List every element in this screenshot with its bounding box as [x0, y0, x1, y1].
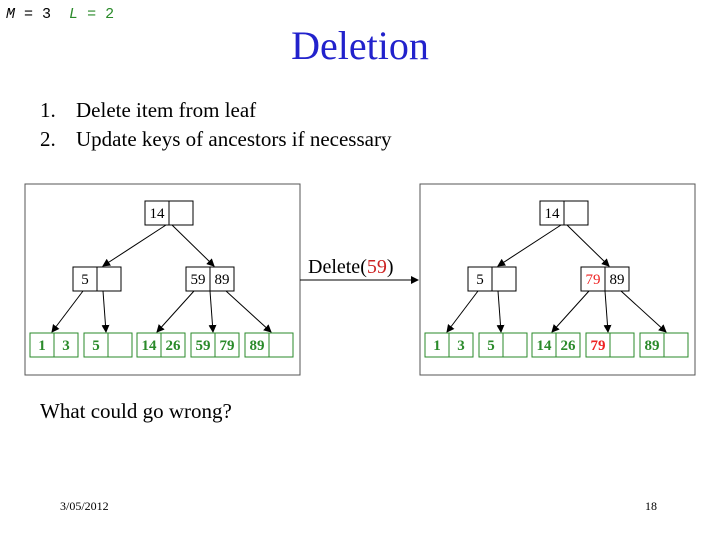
leaf-node: 89 [639, 332, 689, 358]
key-cell [160, 332, 186, 358]
tree-edge [496, 290, 505, 333]
key-value: 79 [586, 272, 601, 288]
key-value: 5 [81, 272, 89, 288]
key-value: 1 [433, 338, 441, 354]
page-number: 18 [645, 499, 657, 513]
key-cell [144, 200, 170, 226]
steps-list: 1.Delete item from leaf 2.Update keys of… [40, 96, 391, 154]
key-cell [268, 332, 294, 358]
key-value: 59 [191, 272, 206, 288]
key-cell [190, 332, 216, 358]
key-value: 5 [92, 338, 100, 354]
leaf-node: 14 26 [531, 332, 581, 358]
key-value: 14 [150, 206, 166, 222]
key-value: 89 [250, 338, 265, 354]
key-value: 26 [166, 338, 182, 354]
key-value: 26 [561, 338, 577, 354]
key-cell [580, 266, 606, 292]
key-value: 89 [610, 272, 625, 288]
leaf-node: 59 79 [190, 332, 240, 358]
question-text: What could go wrong? [40, 399, 232, 423]
key-value: 59 [196, 338, 211, 354]
slide-title: Deletion [291, 23, 429, 68]
key-value: 79 [591, 338, 606, 354]
l-value: = 2 [78, 6, 115, 23]
key-cell [609, 332, 635, 358]
key-value: 89 [215, 272, 230, 288]
tree-edge [225, 290, 272, 333]
key-cell [96, 266, 122, 292]
operation-label: Delete(59) [308, 256, 394, 278]
leaf-node: 14 26 [136, 332, 186, 358]
key-cell [491, 266, 517, 292]
m-value: = 3 [15, 6, 52, 23]
leaf-node: 5 [478, 332, 528, 358]
m-variable: M [6, 6, 16, 23]
l-variable: L [69, 6, 79, 23]
tree-edge [102, 224, 167, 267]
key-cell [663, 332, 689, 358]
key-cell [214, 332, 240, 358]
key-cell [604, 266, 630, 292]
tree-edge [603, 290, 612, 333]
key-cell [136, 332, 162, 358]
key-cell [585, 332, 611, 358]
key-value: 14 [142, 338, 158, 354]
leaf-node: 89 [244, 332, 294, 358]
key-value: 79 [220, 338, 235, 354]
tree-edge [446, 290, 479, 333]
tree-edge [620, 290, 667, 333]
key-cell [209, 266, 235, 292]
tree-edge [551, 290, 590, 333]
root-node: 14 [539, 200, 589, 226]
key-value: 14 [537, 338, 553, 354]
key-value: 3 [457, 338, 465, 354]
key-cell [185, 266, 211, 292]
key-cell [563, 200, 589, 226]
key-value: 5 [487, 338, 495, 354]
key-cell [83, 332, 109, 358]
key-cell [448, 332, 474, 358]
key-cell [555, 332, 581, 358]
internal-node-right: 79 89 [580, 266, 630, 292]
internal-node-left: 5 [467, 266, 517, 292]
internal-node-left: 5 [72, 266, 122, 292]
operation-prefix: Delete( [308, 256, 367, 278]
key-value: 5 [476, 272, 484, 288]
operation-suffix: ) [387, 256, 394, 278]
key-cell [502, 332, 528, 358]
key-cell [478, 332, 504, 358]
tree-edge [566, 224, 610, 267]
key-value: 1 [38, 338, 46, 354]
key-value: 89 [645, 338, 660, 354]
key-cell [107, 332, 133, 358]
internal-node-right: 59 89 [185, 266, 235, 292]
tree-edge [497, 224, 562, 267]
key-cell [168, 200, 194, 226]
key-value: 3 [62, 338, 70, 354]
parameters-label: M = 3 L = 2 [6, 6, 114, 23]
tree-edge [156, 290, 195, 333]
key-cell [53, 332, 79, 358]
leaf-node: 5 [83, 332, 133, 358]
step-item: 2.Update keys of ancestors if necessary [40, 127, 392, 151]
tree-edge [171, 224, 215, 267]
step-item: 1.Delete item from leaf [40, 98, 257, 122]
leaf-node: 79 [585, 332, 635, 358]
after-panel [419, 183, 696, 376]
root-node: 14 [144, 200, 194, 226]
footer-date: 3/05/2012 [60, 499, 109, 513]
tree-edge [101, 290, 110, 333]
key-value: 14 [545, 206, 561, 222]
tree-edge [51, 290, 84, 333]
tree-edge [208, 290, 217, 333]
operation-key: 59 [367, 256, 387, 278]
